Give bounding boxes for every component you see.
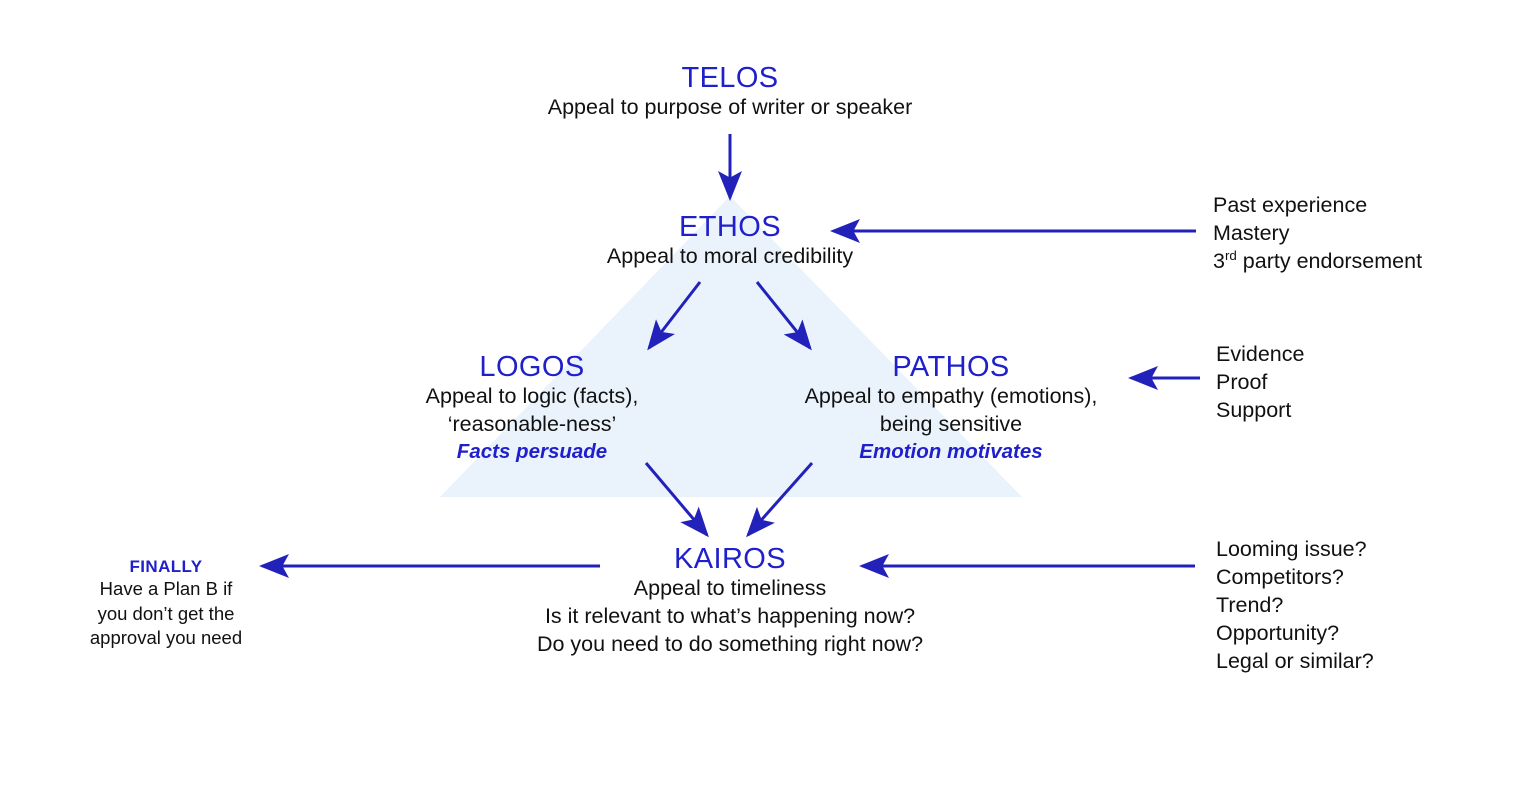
pathos-source-item: Proof [1216, 369, 1268, 394]
pathos-source-item: Support [1216, 397, 1292, 422]
finally-heading: FINALLY [129, 557, 203, 576]
telos-description-line1: Appeal to purpose of writer or speaker [547, 95, 913, 120]
pathos-heading: PATHOS [892, 351, 1010, 383]
finally-line3: approval you need [89, 627, 243, 649]
kairos-description-line3: Do you need to do something right now? [536, 632, 924, 657]
annotation-kairos-sources: Looming issue? Competitors? Trend? Oppor… [1216, 536, 1374, 676]
pathos-source-item: Evidence [1216, 342, 1305, 366]
pathos-description-line2: being sensitive [879, 412, 1023, 437]
ethos-description-line1: Appeal to moral credibility [606, 244, 854, 269]
node-kairos: KAIROS Appeal to timeliness Is it releva… [430, 543, 1030, 659]
finally-line2: you don’t get the [97, 602, 235, 624]
kairos-source-item: Competitors? [1216, 564, 1344, 589]
node-logos: LOGOS Appeal to logic (facts), ‘reasonab… [382, 351, 682, 466]
ethos-source-item: Past experience [1213, 193, 1368, 217]
annotation-ethos-sources: Past experience Mastery 3rd party endors… [1213, 192, 1422, 276]
kairos-source-item: Trend? [1216, 592, 1284, 617]
kairos-description-line1: Appeal to timeliness [633, 576, 827, 601]
arrow-pathos-to-kairos [746, 462, 814, 538]
pathos-tagline: Emotion motivates [859, 440, 1043, 464]
kairos-source-item: Opportunity? [1216, 620, 1340, 645]
logos-heading: LOGOS [479, 351, 585, 383]
logos-tagline: Facts persuade [456, 440, 608, 464]
ethos-source-item-ordinal: 3rd party endorsement [1213, 248, 1422, 276]
arrow-ethos-to-pathos [755, 281, 812, 351]
ethos-source-item: Mastery [1213, 220, 1290, 245]
logos-description-line1: Appeal to logic (facts), [425, 384, 639, 409]
kairos-source-item: Looming issue? [1216, 537, 1367, 561]
ordinal-suffix: rd [1224, 247, 1237, 263]
node-telos: TELOS Appeal to purpose of writer or spe… [430, 62, 1030, 122]
node-pathos: PATHOS Appeal to empathy (emotions), bei… [790, 351, 1112, 466]
ordinal-rest: party endorsement [1236, 248, 1423, 273]
finally-line1: Have a Plan B if [99, 578, 233, 600]
node-ethos: ETHOS Appeal to moral credibility [430, 211, 1030, 271]
telos-heading: TELOS [681, 62, 779, 94]
annotation-finally: FINALLY Have a Plan B if you don’t get t… [66, 556, 266, 650]
kairos-description-line2: Is it relevant to what’s happening now? [544, 604, 916, 629]
kairos-heading: KAIROS [674, 543, 786, 575]
pathos-description-line1: Appeal to empathy (emotions), [804, 384, 1098, 409]
ethos-heading: ETHOS [679, 211, 781, 243]
logos-description-line2: ‘reasonable-ness’ [447, 412, 617, 437]
annotation-pathos-sources: Evidence Proof Support [1216, 341, 1304, 425]
arrow-ethos-to-logos [647, 281, 702, 351]
ordinal-number: 3 [1213, 248, 1225, 273]
kairos-source-item: Legal or similar? [1216, 648, 1374, 673]
arrow-logos-to-kairos [644, 462, 709, 538]
